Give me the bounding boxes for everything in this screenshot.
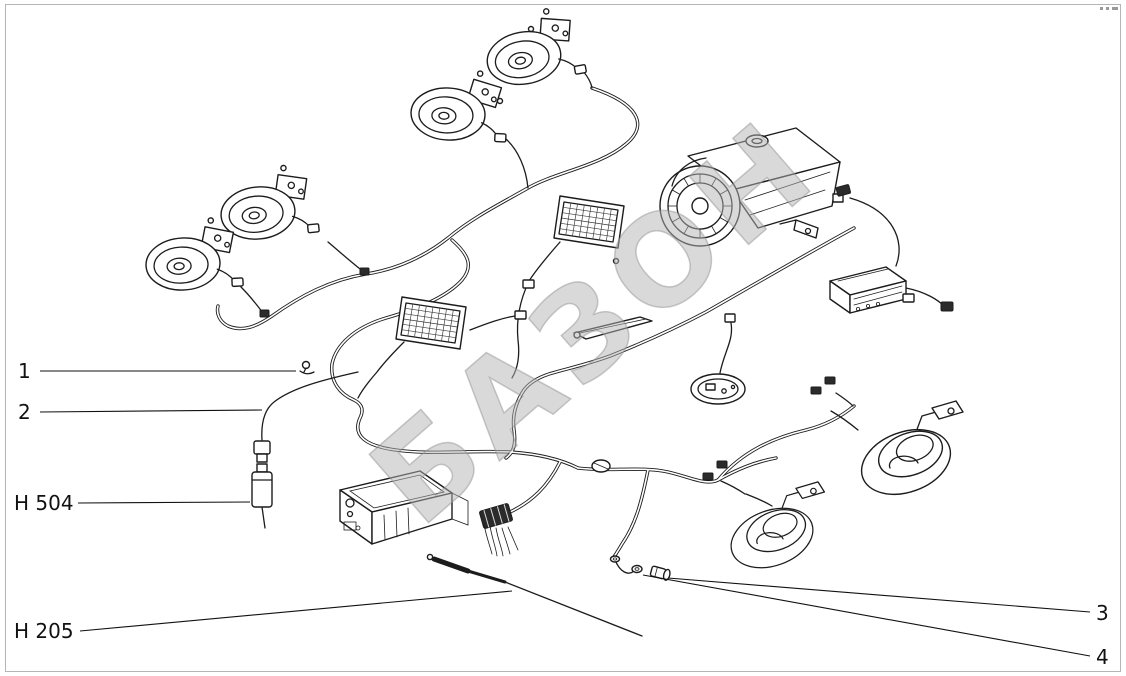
washer-part-4 [609,555,643,574]
grommet [591,459,611,473]
leader-3 [667,577,1091,613]
ribbon-connector [479,503,519,557]
heater-blower [659,127,844,247]
horn-speaker-1 [851,400,964,507]
grille-speaker-2 [395,296,467,350]
leader-h205 [79,590,513,632]
wiring-harness [215,86,856,559]
player-unit [339,470,469,545]
callouts: 1 2 H 504 H 205 3 4 [14,359,1109,669]
radio-head-unit [829,266,907,314]
horn-speaker-2 [722,481,826,580]
callout-label-4: 4 [1096,645,1109,669]
oval-speaker-3 [215,161,321,244]
page-border [5,4,1121,672]
corner-mark [1100,7,1118,10]
fuse-holder-h504 [251,440,273,508]
callout-label-3: 3 [1096,601,1109,625]
branch-wires [240,70,945,574]
oval-speaker-1 [479,3,588,91]
leader-2 [39,409,263,413]
oval-speaker-2 [408,66,510,144]
callout-label-h205: H 205 [14,619,74,643]
callout-label-2: 2 [18,400,31,424]
antenna-mast [426,553,643,637]
leader-4 [642,574,1091,657]
callout-label-1: 1 [18,359,31,383]
screws [496,25,620,265]
antenna-base [690,373,746,405]
clip-part-1 [299,360,315,375]
blade-bracket [573,316,653,340]
callout-label-h504: H 504 [14,491,74,515]
leader-h504 [77,501,251,504]
connectors [259,184,954,481]
